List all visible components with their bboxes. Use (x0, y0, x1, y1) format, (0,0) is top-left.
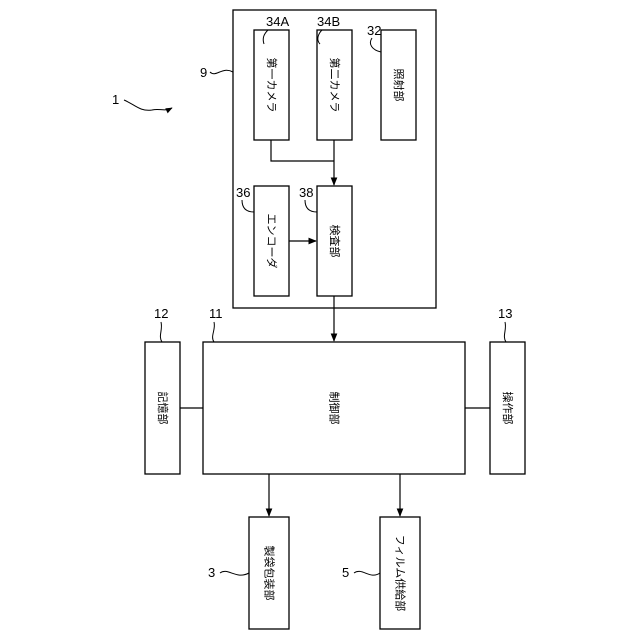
operation-label: 操作部 (501, 392, 515, 425)
ref-system: 1 (112, 92, 119, 107)
ref-inspection: 38 (299, 185, 313, 200)
ref-inspection-unit: 9 (200, 65, 207, 80)
ref-operation-lead (504, 322, 506, 342)
camera2-label: 第二カメラ (328, 58, 342, 113)
storage-label: 記憶部 (156, 392, 170, 425)
ref-film-supply: 5 (342, 565, 349, 580)
film-supply-label: フィルム供給部 (394, 535, 408, 612)
ref-storage-lead (160, 322, 162, 342)
ref-film-supply-lead (354, 571, 380, 575)
ref-storage: 12 (154, 306, 168, 321)
ref-encoder: 36 (236, 185, 250, 200)
ref-camera1: 34A (266, 14, 289, 29)
inspection-label: 検査部 (328, 225, 342, 258)
encoder-label: エンコーダ (265, 214, 279, 269)
ref-bag-making: 3 (208, 565, 215, 580)
ref-control-lead (213, 322, 215, 342)
illumination-label: 照射部 (392, 69, 406, 102)
ref-operation: 13 (498, 306, 512, 321)
ref-inspection-unit-lead (210, 70, 233, 73)
ref-system-lead (124, 100, 172, 110)
camera1-label: 第一カメラ (265, 58, 279, 113)
ref-control: 11 (209, 306, 223, 321)
bag-making-label: 製袋包装部 (263, 546, 277, 601)
control-label: 制御部 (328, 392, 342, 425)
ref-illumination: 32 (367, 23, 381, 38)
ref-camera2: 34B (317, 14, 340, 29)
ref-bag-making-lead (220, 571, 249, 575)
